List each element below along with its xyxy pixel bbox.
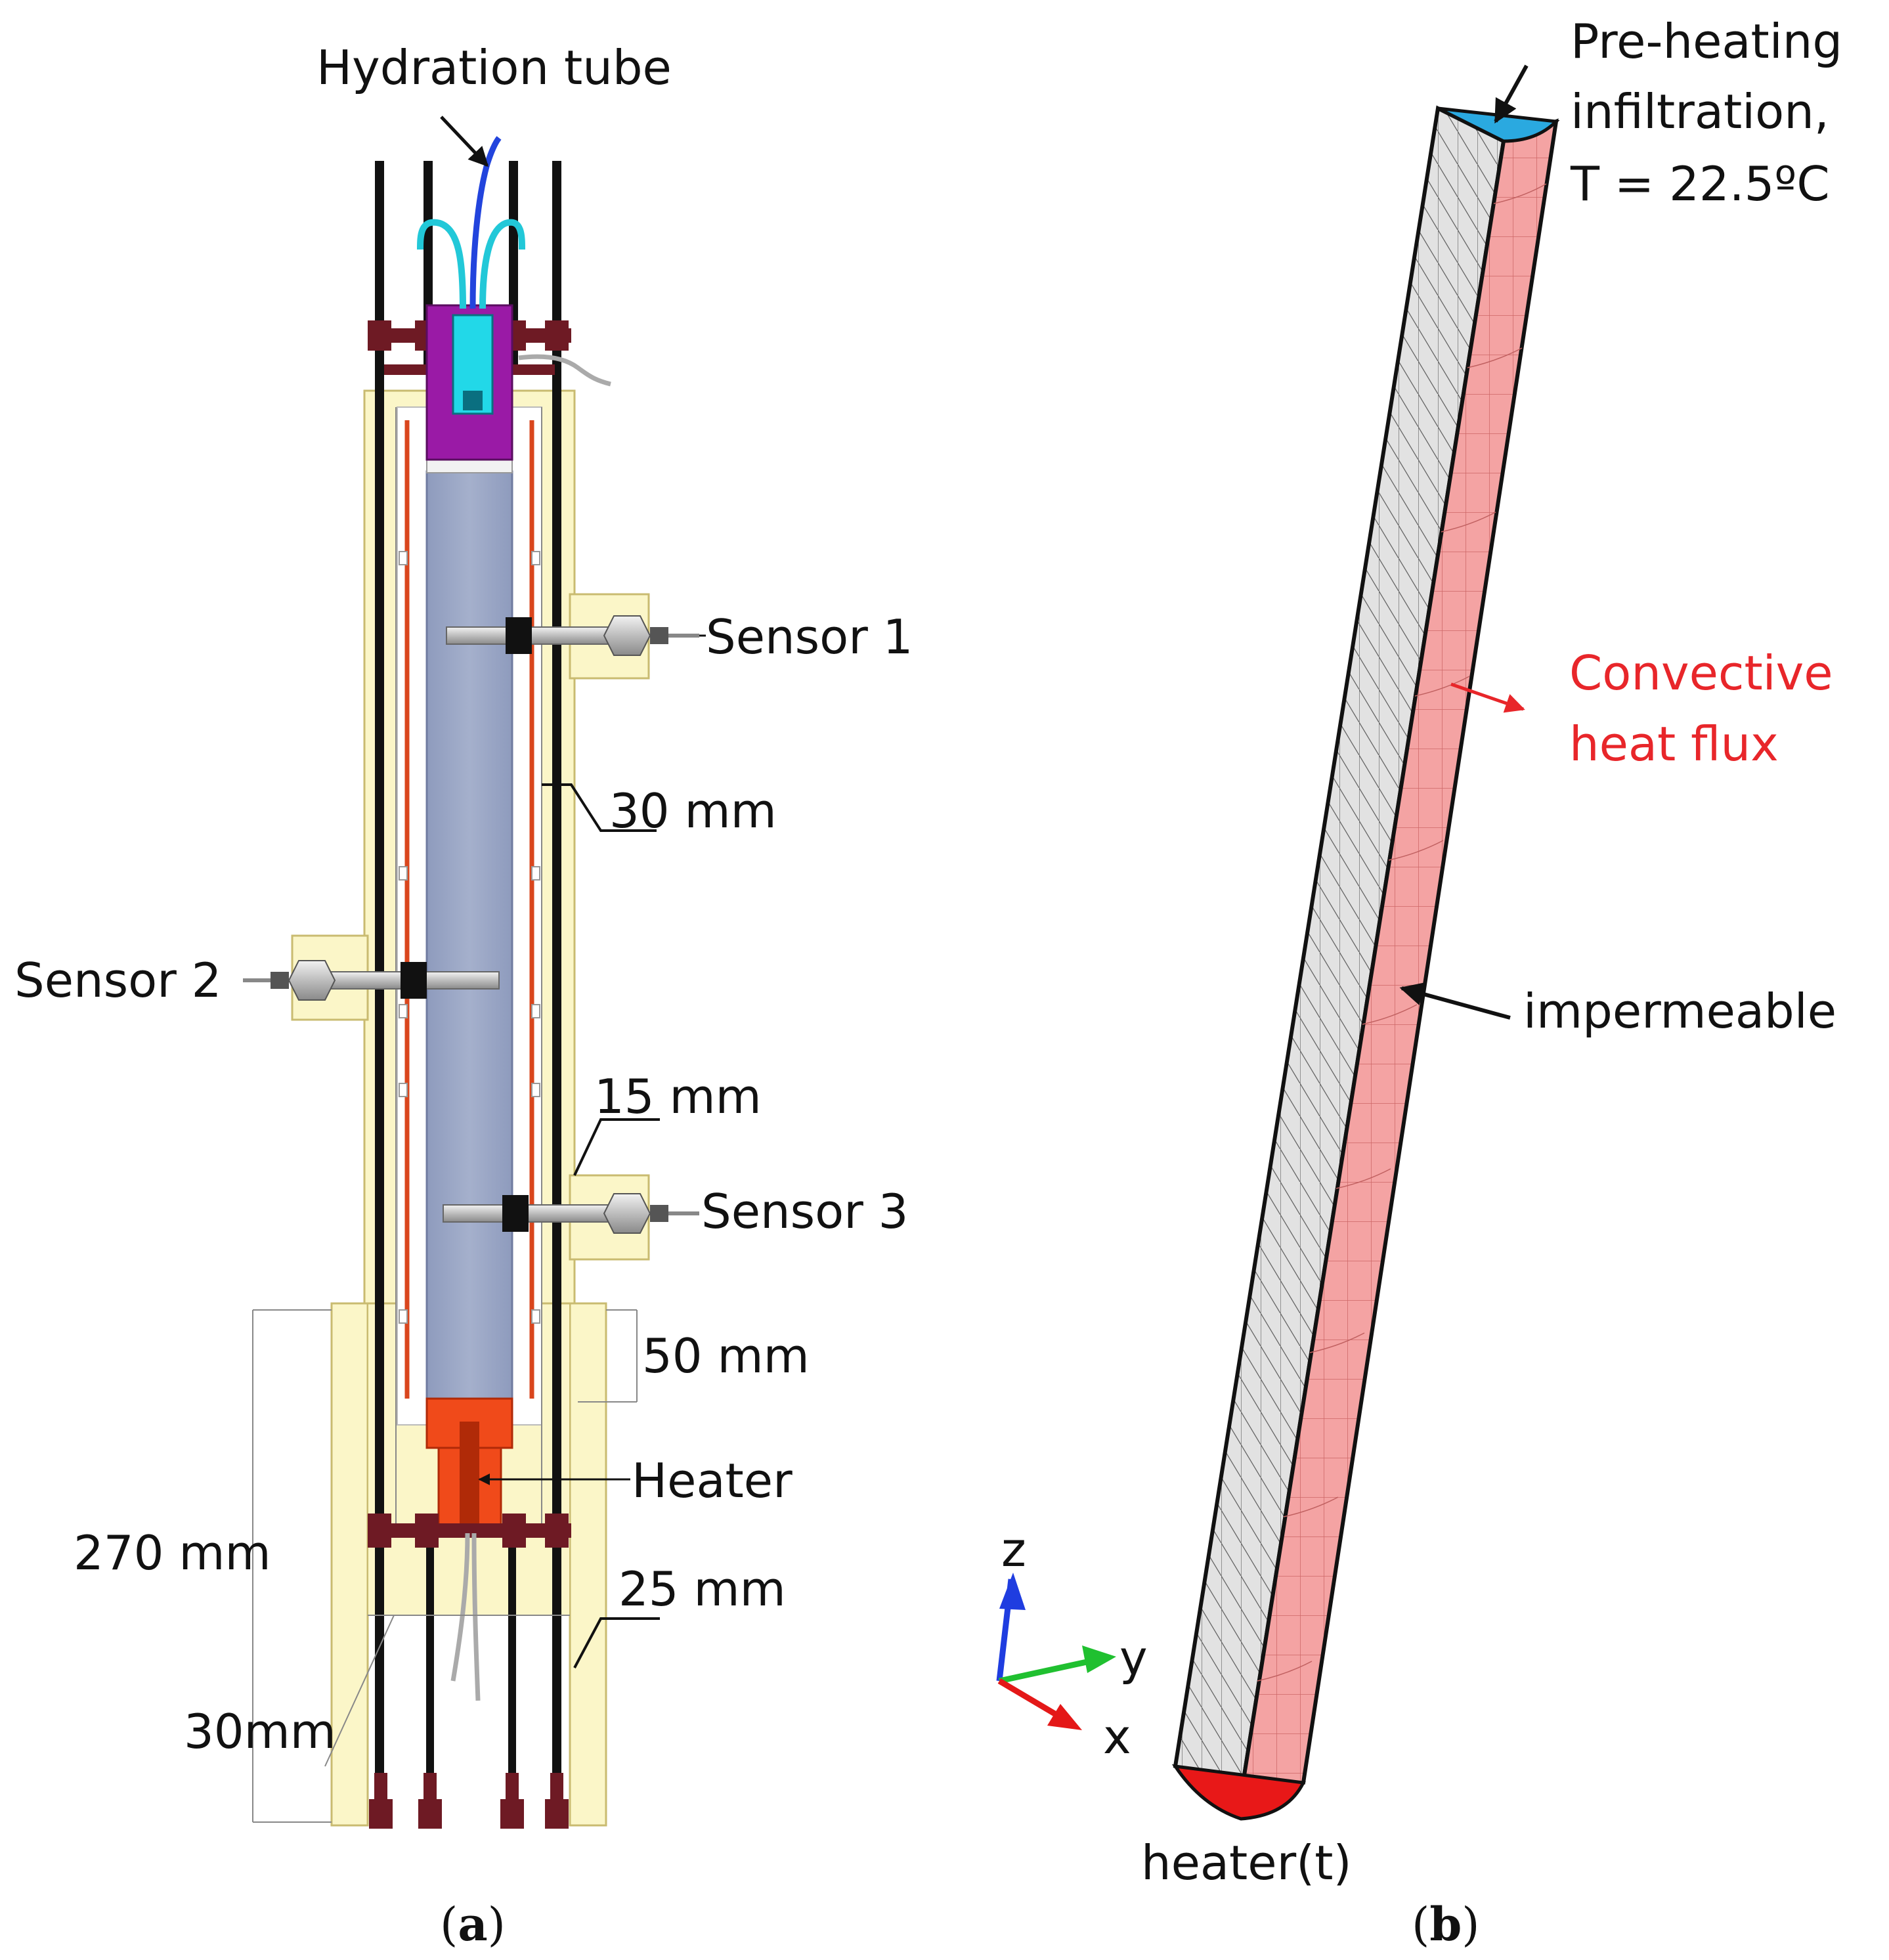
axis-label-x: x <box>1103 1709 1131 1764</box>
label-pre-heating-3: T = 22.5ºC <box>1570 156 1830 211</box>
label-pre-heating-1: Pre-heating <box>1571 14 1842 69</box>
label-sensor-1: Sensor 1 <box>706 609 913 664</box>
label-heater: Heater <box>632 1453 793 1508</box>
connector-nut <box>463 391 483 410</box>
z-axis-head <box>999 1573 1026 1610</box>
label-15mm: 15 mm <box>594 1069 762 1124</box>
panel-b-model-mesh: Pre-heating infiltration, T = 22.5ºC Con… <box>996 14 1842 1951</box>
coordinate-axes: z y x <box>996 1522 1148 1764</box>
infiltration-arrow <box>1494 64 1529 124</box>
heater-cable-1 <box>450 1533 470 1682</box>
label-heater-t: heater(t) <box>1141 1835 1352 1890</box>
label-convective-1: Convective <box>1569 645 1833 701</box>
label-30mm-bottom: 30mm <box>184 1704 336 1759</box>
mesh-curves-red <box>1257 183 1547 1682</box>
sensor-2 <box>243 960 500 1001</box>
bottom-flange-nuts <box>368 1514 569 1548</box>
label-impermeable: impermeable <box>1523 984 1836 1039</box>
mesh-bottom-heater-face <box>1171 1764 1306 1821</box>
porous-stone-top <box>426 459 513 473</box>
leader-lines <box>324 783 660 1767</box>
axis-label-z: z <box>1001 1522 1026 1577</box>
base-insulation-right <box>569 1302 607 1827</box>
label-25mm: 25 mm <box>619 1561 786 1617</box>
mesh-top-infiltration-face <box>1437 106 1560 143</box>
heater-cable-2 <box>471 1533 481 1701</box>
hydration-hose-right <box>479 219 525 309</box>
label-270mm: 270 mm <box>74 1525 271 1580</box>
rod-center-lines <box>395 407 542 1530</box>
heater-block <box>425 1397 513 1535</box>
base-nuts <box>369 1773 569 1829</box>
label-hydration-tube: Hydration tube <box>316 40 672 95</box>
dim-270mm-frame <box>252 1309 638 1823</box>
label-pre-heating-2: infiltration, <box>1571 84 1829 139</box>
caption-b: (b) <box>1412 1897 1480 1951</box>
spacer-notches <box>399 551 540 1324</box>
label-sensor-3: Sensor 3 <box>701 1184 909 1239</box>
sensor-3 <box>443 1193 699 1234</box>
impermeable-arrow <box>1399 982 1511 1020</box>
label-convective-2: heat flux <box>1569 716 1779 772</box>
hydration-arrow <box>440 116 489 167</box>
top-cable <box>518 354 611 387</box>
y-axis-arrow <box>999 1658 1091 1684</box>
axis-label-y: y <box>1119 1630 1148 1686</box>
label-sensor-2: Sensor 2 <box>14 953 222 1008</box>
panel-a-cell-schematic: Hydration tube Sensor 1 30 mm Sensor 2 1… <box>14 40 913 1951</box>
y-axis-head <box>1082 1645 1116 1673</box>
convective-arrow <box>1450 682 1525 713</box>
x-axis-head <box>1047 1704 1082 1730</box>
x-axis-arrow <box>997 1678 1062 1720</box>
base-insulation-left <box>330 1302 369 1827</box>
label-30mm-top: 30 mm <box>609 783 777 838</box>
hydration-hose-left <box>417 219 466 309</box>
sample-column <box>425 470 513 1400</box>
sensor-1 <box>446 615 699 656</box>
caption-a: (a) <box>440 1897 506 1951</box>
hydration-tube <box>469 136 502 309</box>
label-50mm: 50 mm <box>642 1328 810 1383</box>
